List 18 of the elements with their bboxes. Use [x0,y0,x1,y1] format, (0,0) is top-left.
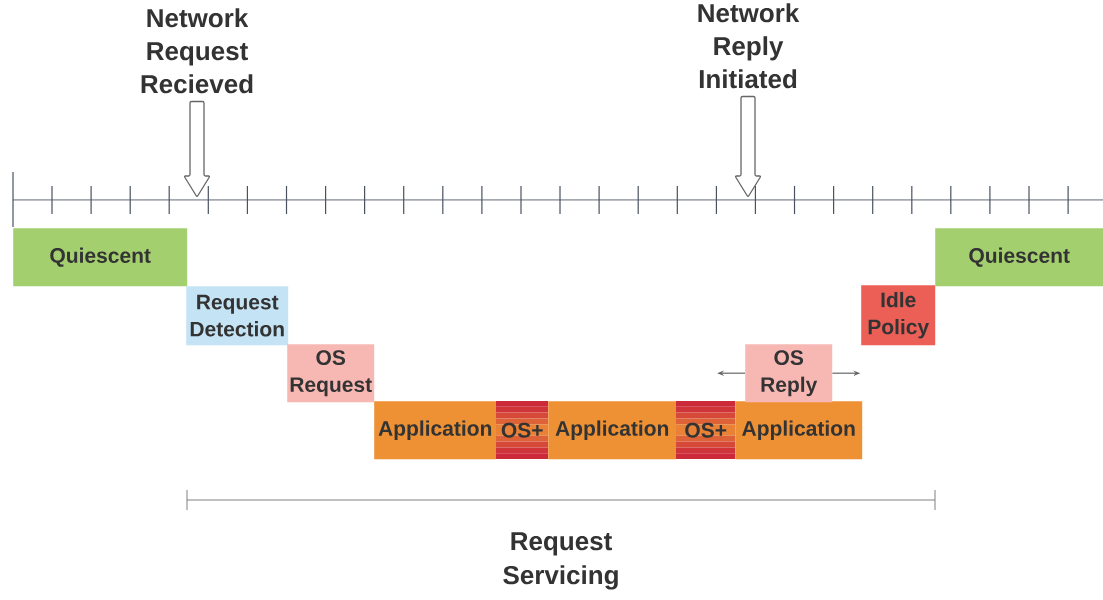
phase-box: Application [548,401,677,460]
phase-box: Application [374,401,497,460]
phase-box: Request Detection [186,286,289,346]
phase-box: OS+ [496,401,548,459]
event-label: Network Reply Initiated [698,3,800,89]
phase-box: Quiescent [13,228,188,287]
phase-box: OS Reply [745,344,833,403]
phase-box: Application [735,401,863,460]
node-label: OS+ [501,422,543,438]
phase-box: Quiescent [935,228,1103,287]
phase-box: OS+ [676,401,735,459]
block-arrow [734,95,762,197]
event-label: Network Request Recieved [141,8,253,94]
block-arrow [183,100,211,197]
phase-box: Idle Policy [861,285,936,346]
span-label: Request Servicing [503,532,618,590]
node-label: OS+ [685,422,727,438]
phase-box: OS Request [287,344,375,403]
